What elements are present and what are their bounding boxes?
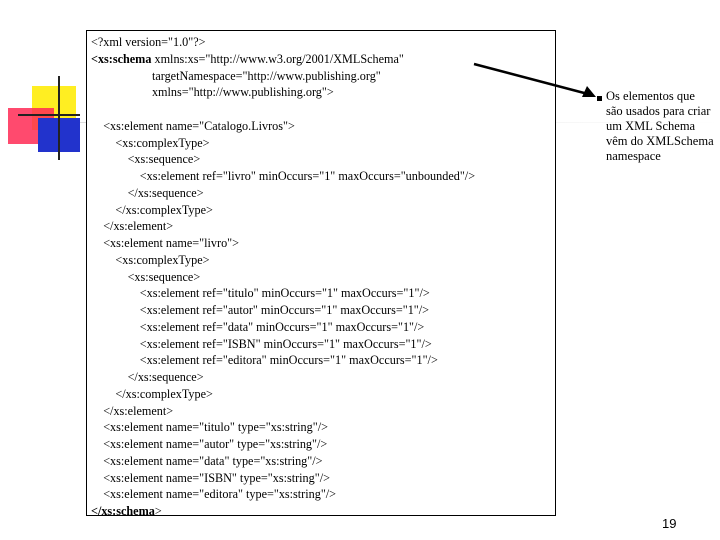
code-indent — [91, 387, 115, 401]
page-number: 19 — [662, 516, 677, 531]
code-indent — [91, 119, 103, 133]
code-text: <xs:element ref="autor" minOccurs="1" ma… — [139, 303, 430, 317]
code-text: <xs:element ref="data" minOccurs="1" max… — [139, 319, 425, 334]
code-text: <xs:element ref="titulo" minOccurs="1" m… — [139, 286, 430, 301]
code-line: </xs:schema> — [91, 504, 162, 518]
code-line: <xs:element name="ISBN" type="xs:string"… — [91, 471, 330, 485]
code-line: </xs:complexType> — [91, 387, 213, 401]
code-indent — [91, 320, 140, 334]
code-line: <xs:element name="autor" type="xs:string… — [91, 437, 327, 451]
code-line: <xs:element name="editora" type="xs:stri… — [91, 487, 336, 501]
code-line: <xs:element ref="autor" minOccurs="1" ma… — [91, 303, 429, 317]
code-line: </xs:sequence> — [91, 370, 204, 384]
code-text: <xs:element name="data" type="xs:string"… — [103, 453, 323, 468]
code-text: targetNamespace="http://www.publishing.o… — [151, 68, 381, 83]
code-indent — [91, 69, 152, 83]
code-indent — [91, 454, 103, 468]
code-indent — [91, 437, 103, 451]
code-line: <xs:element name="livro"> — [91, 236, 239, 250]
code-indent — [91, 420, 103, 434]
code-text: <xs:element name="titulo" type="xs:strin… — [103, 420, 328, 435]
code-line: <xs:element ref="ISBN" minOccurs="1" max… — [91, 337, 432, 351]
xml-schema-code-box: <?xml version="1.0"?> <xs:schema xmlns:xs… — [86, 30, 556, 518]
code-bold-token: </xs:schema — [91, 504, 155, 518]
code-indent — [91, 236, 103, 250]
code-text: </xs:element> — [103, 219, 174, 234]
code-text: <xs:element name="Catalogo.Livros"> — [103, 118, 295, 133]
code-indent — [91, 303, 140, 317]
arrow-icon — [473, 62, 596, 97]
bullet-icon — [597, 96, 602, 101]
code-text: <xs:element ref="editora" minOccurs="1" … — [139, 353, 438, 368]
code-text: > — [154, 504, 162, 518]
code-text: xmlns:xs="http://www.w3.org/2001/XMLSche… — [151, 51, 404, 66]
code-indent — [91, 203, 115, 217]
code-text: <xs:element ref="livro" minOccurs="1" ma… — [139, 169, 476, 183]
code-text: </xs:sequence> — [127, 185, 204, 200]
code-indent — [91, 169, 140, 183]
code-line: <xs:element ref="editora" minOccurs="1" … — [91, 353, 438, 367]
code-bold-token: <xs:schema — [91, 51, 152, 66]
code-line: </xs:element> — [91, 219, 173, 233]
code-indent — [91, 85, 152, 99]
code-text: <xs:element ref="ISBN" minOccurs="1" max… — [139, 336, 432, 351]
code-indent — [91, 370, 128, 384]
annotation-note: Os elementos que são usados para criar u… — [606, 89, 714, 163]
code-line: xmlns="http://www.publishing.org"> — [91, 85, 334, 99]
code-text: <xs:element name="autor" type="xs:string… — [103, 437, 328, 451]
code-indent — [91, 219, 103, 233]
code-line: <?xml version="1.0"?> — [91, 35, 206, 49]
code-indent — [91, 270, 128, 284]
code-line: <xs:element name="data" type="xs:string"… — [91, 453, 323, 468]
code-text: <xs:sequence> — [127, 269, 201, 284]
code-text: </xs:complexType> — [115, 386, 213, 401]
code-text: xmlns="http://www.publishing.org"> — [151, 85, 334, 100]
code-indent — [91, 471, 103, 485]
code-line: <xs:schema xmlns:xs="http://www.w3.org/2… — [91, 52, 404, 66]
code-indent — [91, 337, 140, 351]
code-text: </xs:sequence> — [127, 370, 204, 384]
code-line: <xs:sequence> — [91, 152, 201, 167]
code-line: </xs:sequence> — [91, 186, 204, 200]
code-indent — [91, 136, 115, 150]
decorative-vertical-line — [58, 76, 60, 160]
code-indent — [91, 286, 140, 300]
code-line: targetNamespace="http://www.publishing.o… — [91, 69, 381, 83]
code-line: <xs:complexType> — [91, 135, 210, 150]
code-text: <xs:element name="editora" type="xs:stri… — [103, 487, 337, 502]
decorative-horizontal-line — [18, 114, 80, 116]
code-text: <?xml version="1.0"?> — [91, 35, 206, 49]
code-line: </xs:complexType> — [91, 203, 213, 217]
code-line: </xs:element> — [91, 404, 173, 418]
code-text: <xs:sequence> — [127, 152, 201, 167]
code-line: <xs:complexType> — [91, 252, 210, 267]
code-indent — [91, 152, 128, 166]
code-indent — [91, 353, 140, 367]
code-line: <xs:element ref="data" minOccurs="1" max… — [91, 319, 425, 334]
code-line: <xs:element ref="livro" minOccurs="1" ma… — [91, 169, 475, 183]
code-text: <xs:element name="ISBN" type="xs:string"… — [103, 470, 330, 485]
code-text: </xs:complexType> — [115, 202, 213, 217]
code-indent — [91, 253, 115, 267]
code-text: <xs:complexType> — [115, 252, 210, 267]
code-text: <xs:element name="livro"> — [103, 236, 240, 250]
code-text: </xs:element> — [103, 403, 174, 418]
code-indent — [91, 186, 128, 200]
code-line: <xs:sequence> — [91, 269, 201, 284]
code-line: <xs:element name="Catalogo.Livros"> — [91, 119, 295, 133]
code-line: <xs:element ref="titulo" minOccurs="1" m… — [91, 286, 430, 300]
code-text: <xs:complexType> — [115, 135, 210, 150]
code-indent — [91, 487, 103, 501]
code-line: <xs:element name="titulo" type="xs:strin… — [91, 420, 328, 434]
code-indent — [91, 404, 103, 418]
